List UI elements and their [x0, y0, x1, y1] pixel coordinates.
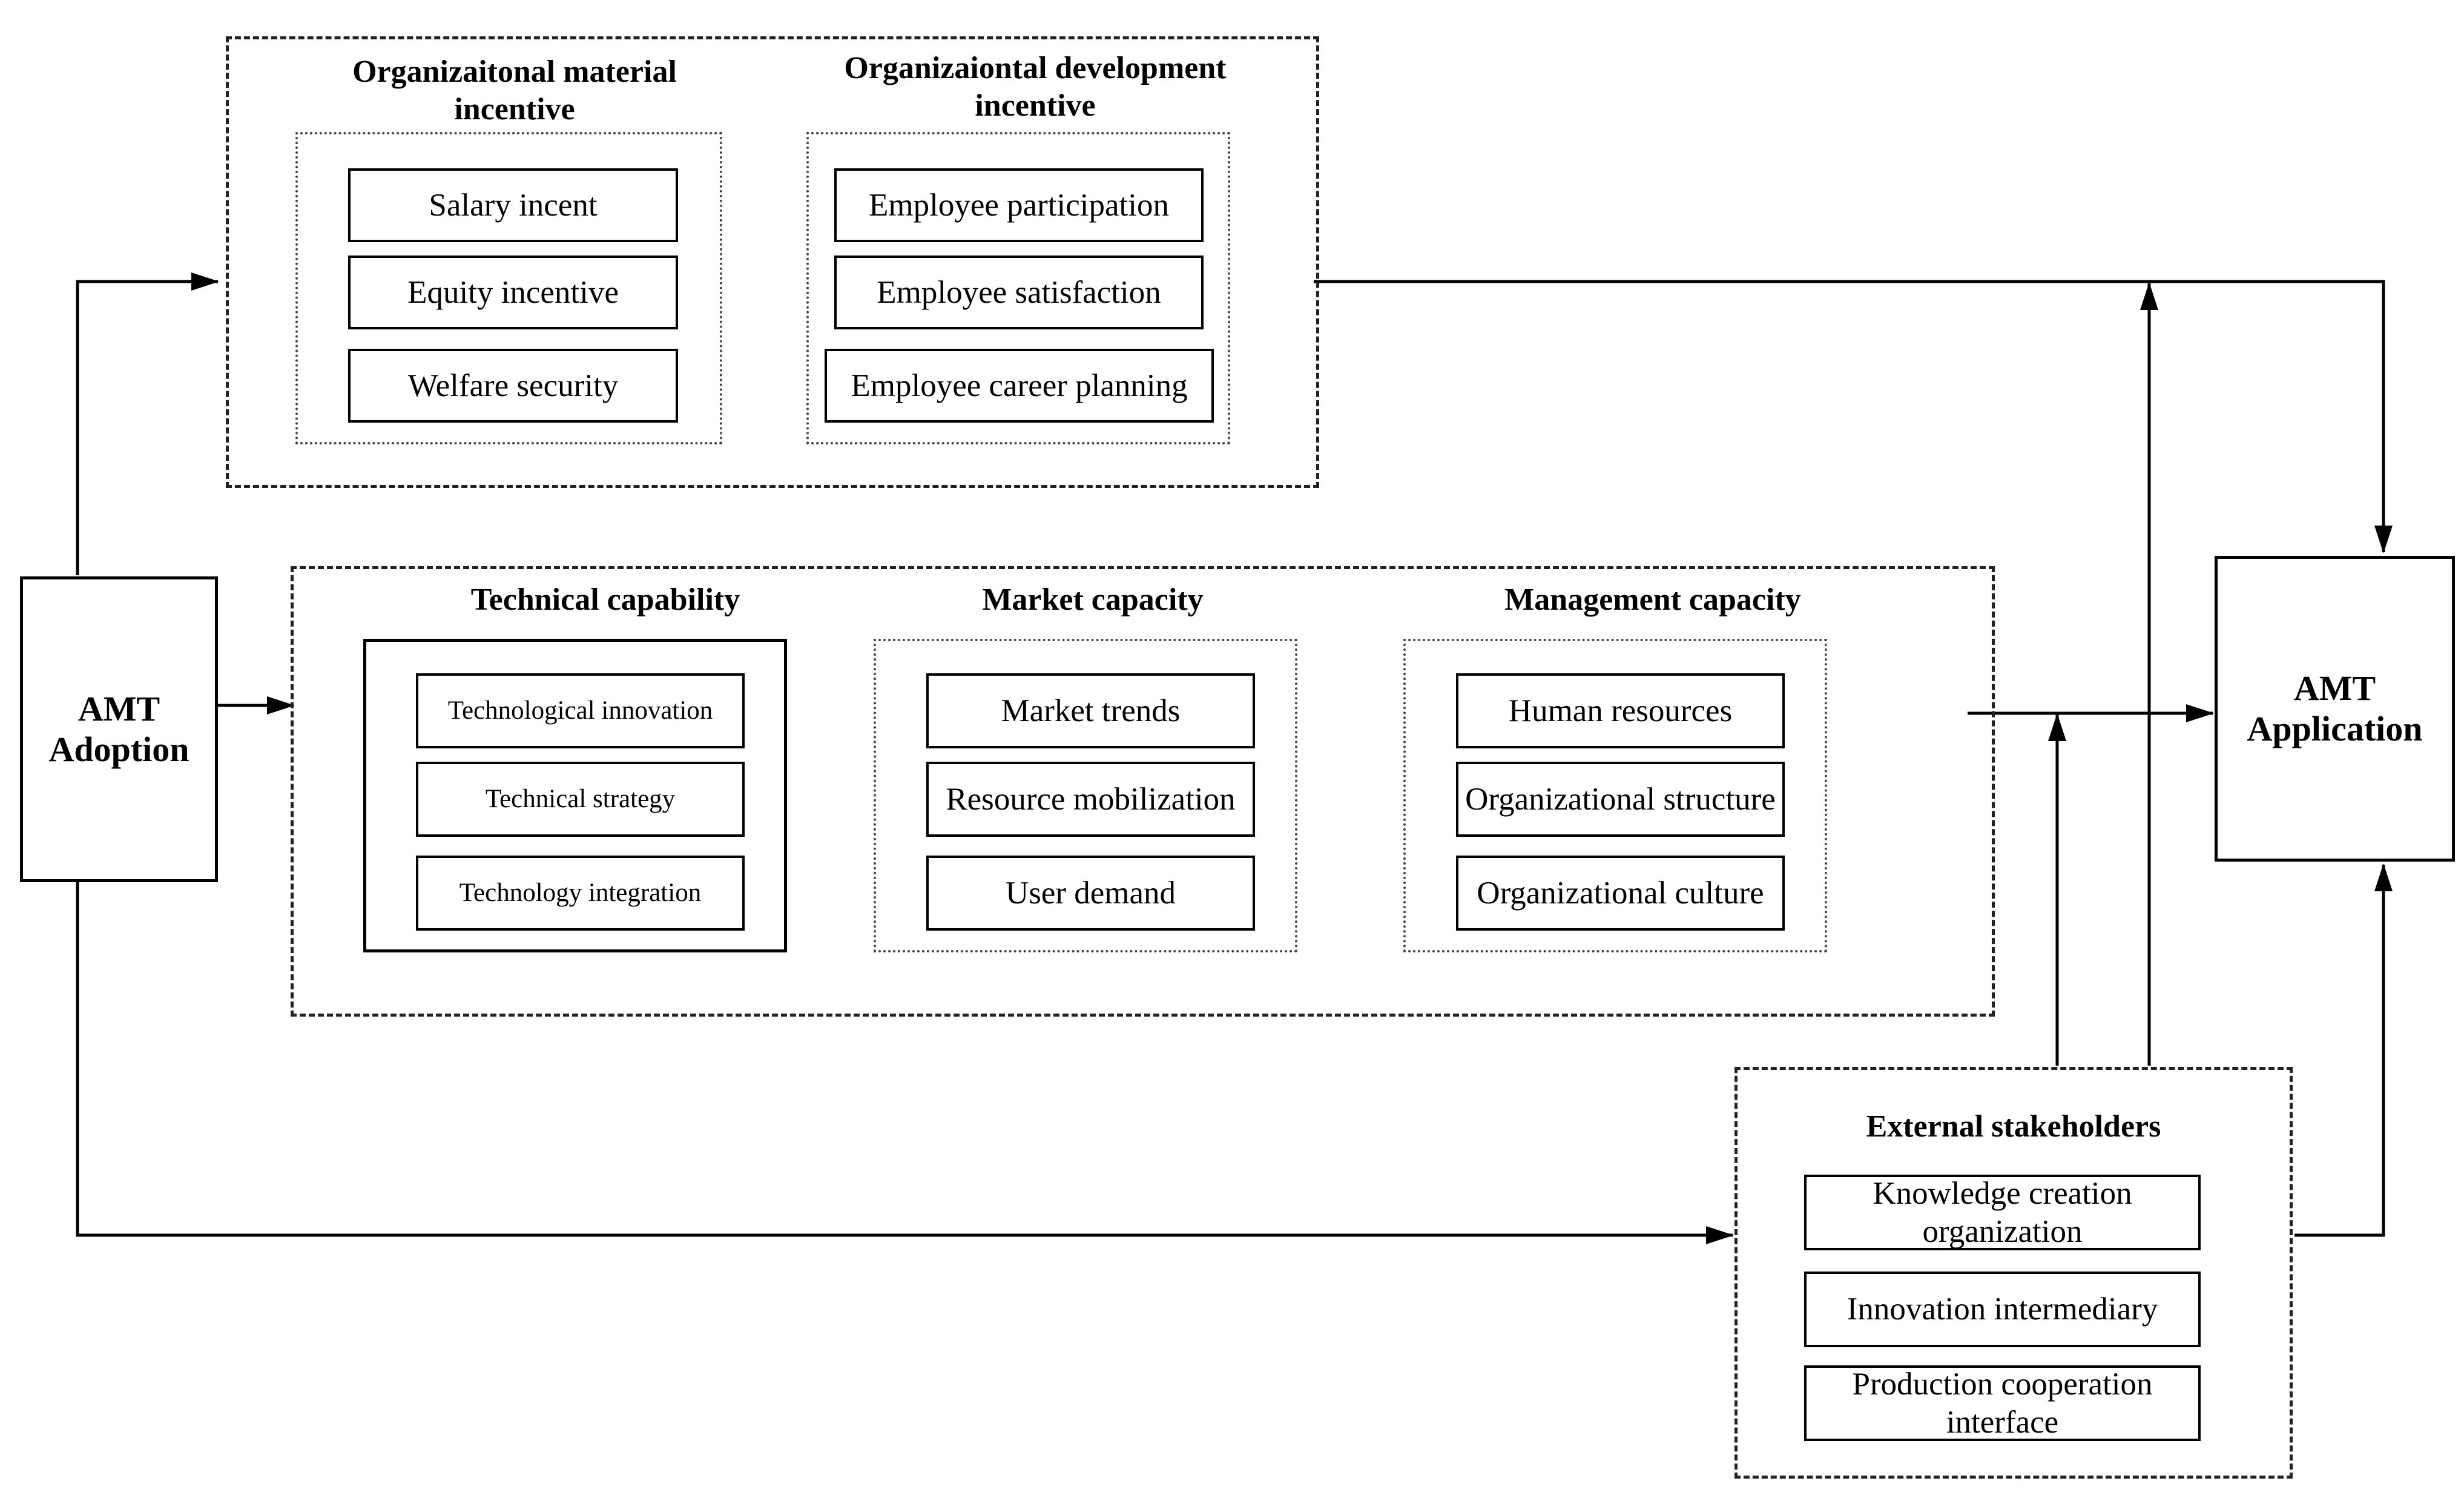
- amt-application-box: AMT Application: [2215, 556, 2455, 862]
- development-incentive-frame: [806, 132, 1230, 444]
- amt-application-label: AMT Application: [2247, 668, 2423, 748]
- material-item-welfare: Welfare security: [348, 349, 678, 423]
- market-capacity-frame: [874, 639, 1297, 952]
- arrow-adoption-to-incentives: [76, 272, 219, 575]
- market-item-demand: User demand: [926, 856, 1255, 931]
- external-stakeholders-title: External stakeholders: [1866, 1109, 2161, 1144]
- management-item-structure: Organizational structure: [1456, 762, 1785, 837]
- development-item-career: Employee career planning: [825, 349, 1214, 423]
- market-item-trends: Market trends: [926, 673, 1255, 748]
- material-incentive-title: Organizaitonal material incentive: [352, 54, 677, 127]
- technical-item-strategy: Technical strategy: [416, 762, 745, 837]
- arrow-adoption-to-stakeholders: [76, 881, 1734, 1244]
- technical-capability-title: Technical capability: [470, 582, 740, 617]
- material-item-equity: Equity incentive: [348, 256, 678, 329]
- material-incentive-frame: [295, 132, 722, 444]
- technical-item-innovation: Technological innovation: [416, 673, 745, 748]
- management-item-culture: Organizational culture: [1456, 856, 1785, 931]
- stakeholder-item-production: Production cooperation interface: [1804, 1365, 2201, 1441]
- market-item-mobilization: Resource mobilization: [926, 762, 1255, 837]
- stakeholder-item-knowledge: Knowledge creation organization: [1804, 1175, 2201, 1250]
- market-capacity-title: Market capacity: [982, 582, 1204, 617]
- management-item-human-resources: Human resources: [1456, 673, 1785, 748]
- arrow-incentives-to-application: [1314, 280, 2393, 553]
- capabilities-group: [291, 566, 1995, 1017]
- development-item-satisfaction: Employee satisfaction: [834, 256, 1204, 329]
- amt-adoption-label: AMT Adoption: [48, 688, 189, 769]
- stakeholder-item-intermediary: Innovation intermediary: [1804, 1272, 2201, 1347]
- external-stakeholders-group: [1734, 1067, 2293, 1479]
- development-incentive-title: Organizaiontal development incentive: [844, 51, 1227, 124]
- management-capacity-frame: [1403, 639, 1827, 952]
- material-item-salary: Salary incent: [348, 168, 678, 242]
- incentives-group: [226, 36, 1319, 488]
- amt-adoption-box: AMT Adoption: [20, 576, 218, 882]
- arrow-stakeholders-to-application: [2294, 863, 2393, 1237]
- development-item-participation: Employee participation: [834, 168, 1204, 242]
- management-capacity-title: Management capacity: [1504, 582, 1801, 617]
- technical-capability-frame: [363, 639, 787, 952]
- technical-item-integration: Technology integration: [416, 856, 745, 931]
